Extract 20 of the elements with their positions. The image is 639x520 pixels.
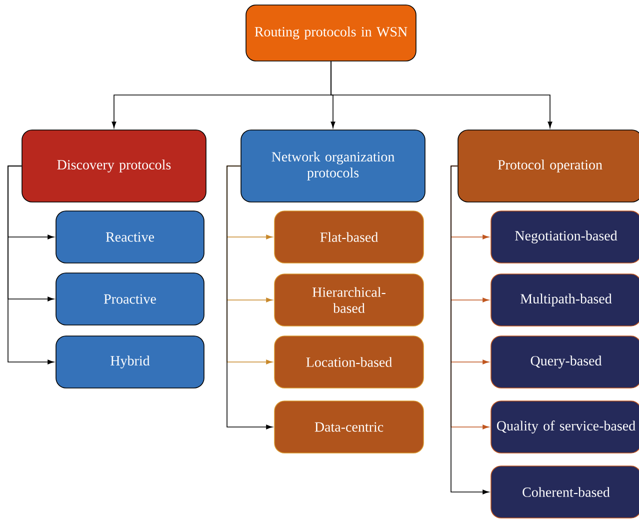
protocol-box: Query-based — [490, 336, 639, 388]
protocol-box: Hierarchical-based — [274, 274, 424, 326]
arrow — [450, 166, 490, 494]
protocol-box: Coherent-based — [490, 466, 639, 518]
protocol-box: Proactive — [56, 272, 204, 326]
protocol-box: Hybrid — [56, 336, 204, 388]
category-box: Network organization protocols — [240, 130, 426, 202]
arrow — [8, 166, 54, 364]
protocol-box: Reactive — [56, 210, 204, 264]
protocol-box: Location-based — [274, 336, 424, 388]
protocol-box: Multipath-based — [490, 274, 639, 326]
protocol-box: Data-centric — [274, 400, 424, 454]
root-box: Routing protocols in WSN — [246, 4, 416, 62]
protocol-box: Flat-based — [274, 210, 424, 264]
protocol-box: Negotiation-based — [490, 210, 639, 264]
arrow — [226, 166, 273, 430]
protocol-box: Quality of service-based — [490, 400, 639, 454]
category-box: Discovery protocols — [22, 130, 206, 202]
arrow — [330, 61, 552, 128]
category-box: Protocol operation — [458, 130, 639, 202]
